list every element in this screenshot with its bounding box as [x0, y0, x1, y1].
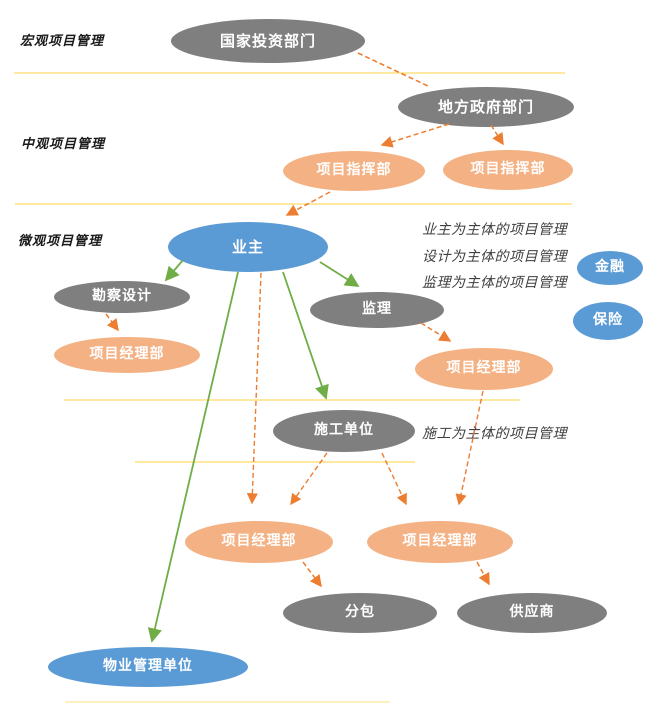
node-construction-unit: 施工单位: [273, 410, 415, 452]
connector-local-to-command-left: [380, 123, 450, 148]
connector-command-to-owner: [285, 191, 331, 216]
connector-survey-to-pm: [105, 313, 119, 332]
node-owner: 业主: [168, 222, 328, 272]
node-insurance: 保险: [573, 302, 643, 340]
node-pm-supervision: 项目经理部: [415, 348, 553, 390]
node-supplier: 供应商: [457, 593, 607, 633]
connector-owner-to-property: [147, 271, 239, 643]
annotation-construction-led: 施工为主体的项目管理: [422, 426, 567, 442]
connector-supervision-to-pm: [420, 322, 452, 342]
connector-local-to-command-right: [490, 124, 504, 146]
node-pm-construction-right: 项目经理部: [367, 521, 513, 563]
connector-national-to-local: [357, 52, 431, 88]
annotation-design-led: 设计为主体的项目管理: [422, 249, 567, 265]
annotation-supervision-led: 监理为主体的项目管理: [422, 275, 567, 291]
annotation-owner-led: 业主为主体的项目管理: [422, 222, 567, 238]
section-label-macro: 宏观项目管理: [20, 34, 105, 49]
section-label-meso: 中观项目管理: [21, 137, 106, 152]
connector-pm-supervision-to-pm-right: [455, 390, 484, 506]
connector-owner-to-pm-left: [246, 272, 262, 505]
node-supervision: 监理: [310, 292, 444, 328]
node-local-government: 地方政府部门: [398, 87, 574, 127]
node-subcontract: 分包: [283, 593, 437, 633]
connector-owner-to-survey: [164, 259, 184, 282]
node-pm-survey: 项目经理部: [54, 337, 200, 373]
connector-pm-right-to-supplier: [476, 561, 490, 586]
node-national-investment: 国家投资部门: [171, 19, 365, 63]
connector-construction-to-pm-right: [381, 452, 407, 506]
section-label-micro: 微观项目管理: [18, 234, 103, 249]
node-pm-construction-left: 项目经理部: [185, 521, 333, 563]
node-command-left: 项目指挥部: [283, 151, 425, 191]
node-finance: 金融: [577, 251, 643, 285]
connector-construction-to-pm-left: [290, 452, 328, 506]
node-command-right: 项目指挥部: [443, 150, 573, 190]
node-survey-design: 勘察设计: [54, 281, 190, 313]
connector-owner-to-supervision: [319, 261, 360, 287]
connector-owner-to-construction: [282, 271, 329, 400]
connector-pm-left-to-subcontract: [302, 561, 322, 588]
node-property-management: 物业管理单位: [48, 647, 248, 687]
